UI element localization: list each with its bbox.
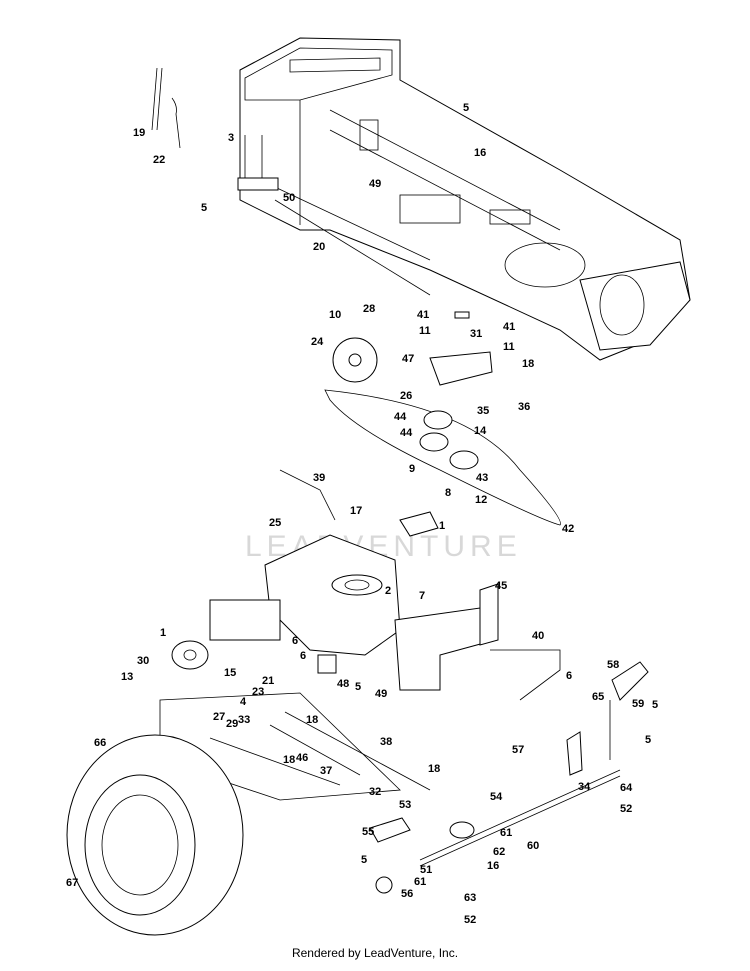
callout-1: 1 [439, 520, 445, 532]
callout-60: 60 [527, 840, 539, 852]
callout-6b: 6 [566, 670, 572, 682]
callout-25: 25 [269, 517, 281, 529]
callout-36: 36 [518, 401, 530, 413]
callout-38: 38 [380, 736, 392, 748]
callout-43: 43 [476, 472, 488, 484]
callout-56: 56 [401, 888, 413, 900]
callout-27: 27 [213, 711, 225, 723]
callout-31: 31 [470, 328, 482, 340]
callout-67: 67 [66, 877, 78, 889]
callout-41: 41 [417, 309, 429, 321]
callout-8: 8 [445, 487, 451, 499]
callout-58: 58 [607, 659, 619, 671]
callout-55: 55 [362, 826, 374, 838]
callout-16: 16 [474, 147, 486, 159]
callout-39: 39 [313, 472, 325, 484]
callout-53: 53 [399, 799, 411, 811]
callout-64: 64 [620, 782, 633, 794]
callout-41b: 41 [503, 321, 515, 333]
callout-10: 10 [329, 309, 341, 321]
callout-65: 65 [592, 691, 604, 703]
callout-44: 44 [394, 411, 407, 423]
callout-11: 11 [419, 325, 431, 337]
pedal-shaft-assembly [369, 661, 649, 894]
callout-6: 6 [292, 635, 298, 647]
callout-3: 3 [228, 132, 234, 144]
callout-47: 47 [402, 353, 414, 365]
callout-22: 22 [153, 154, 165, 166]
callout-5b: 5 [201, 202, 207, 214]
drive-belt-assembly [324, 311, 561, 526]
callout-23: 23 [252, 686, 264, 698]
callout-18b: 18 [306, 714, 318, 726]
callout-16b: 16 [487, 860, 499, 872]
callout-66: 66 [94, 737, 106, 749]
callout-18: 18 [522, 358, 534, 370]
callout-18c: 18 [283, 754, 295, 766]
callout-11b: 11 [503, 341, 515, 353]
callout-59: 59 [632, 698, 644, 710]
callout-42: 42 [562, 523, 574, 535]
callout-13: 13 [121, 671, 133, 683]
frame-assembly [239, 37, 691, 361]
callout-54: 54 [490, 791, 503, 803]
callout-19: 19 [133, 127, 145, 139]
callout-52b: 52 [464, 914, 476, 926]
callout-5f: 5 [361, 854, 367, 866]
callout-52: 52 [620, 803, 632, 815]
callout-4: 4 [240, 696, 247, 708]
callout-28: 28 [363, 303, 375, 315]
rear-wheel [66, 734, 244, 936]
callout-35: 35 [477, 405, 489, 417]
callout-5: 5 [463, 102, 469, 114]
callout-57: 57 [512, 744, 524, 756]
callout-labels: 19 22 3 5 16 49 50 5 20 10 28 41 31 41 1… [66, 102, 658, 926]
callout-5d: 5 [652, 699, 658, 711]
callout-1b: 1 [160, 627, 166, 639]
callout-51: 51 [420, 864, 432, 876]
callout-20: 20 [313, 241, 325, 253]
callout-37: 37 [320, 765, 332, 777]
callout-5e: 5 [645, 734, 651, 746]
callout-30: 30 [137, 655, 149, 667]
callout-50: 50 [283, 192, 295, 204]
callout-33: 33 [238, 714, 250, 726]
callout-12: 12 [475, 494, 487, 506]
transaxle-assembly [171, 469, 439, 674]
callout-45: 45 [495, 580, 507, 592]
callout-15: 15 [224, 667, 236, 679]
callout-49b: 49 [375, 688, 387, 700]
callout-21: 21 [262, 675, 274, 687]
callout-5c: 5 [355, 681, 361, 693]
callout-32: 32 [369, 786, 381, 798]
callout-61b: 61 [414, 876, 426, 888]
callout-62: 62 [493, 846, 505, 858]
callout-26: 26 [400, 390, 412, 402]
spring-rods [151, 67, 431, 296]
callout-61: 61 [500, 827, 512, 839]
callout-44b: 44 [400, 427, 413, 439]
callout-2: 2 [385, 585, 391, 597]
callout-29: 29 [226, 718, 238, 730]
callout-9: 9 [409, 463, 415, 475]
callout-48: 48 [337, 678, 349, 690]
callout-7: 7 [419, 590, 425, 602]
callout-6c: 6 [300, 650, 306, 662]
callout-14: 14 [474, 425, 487, 437]
callout-46: 46 [296, 752, 308, 764]
callout-49: 49 [369, 178, 381, 190]
callout-17: 17 [350, 505, 362, 517]
footer-credit: Rendered by LeadVenture, Inc. [291, 946, 459, 960]
callout-40: 40 [532, 630, 544, 642]
callout-63: 63 [464, 892, 476, 904]
callout-34: 34 [578, 781, 591, 793]
callout-18d: 18 [428, 763, 440, 775]
callout-24: 24 [311, 336, 324, 348]
linkage-assembly [159, 583, 561, 801]
